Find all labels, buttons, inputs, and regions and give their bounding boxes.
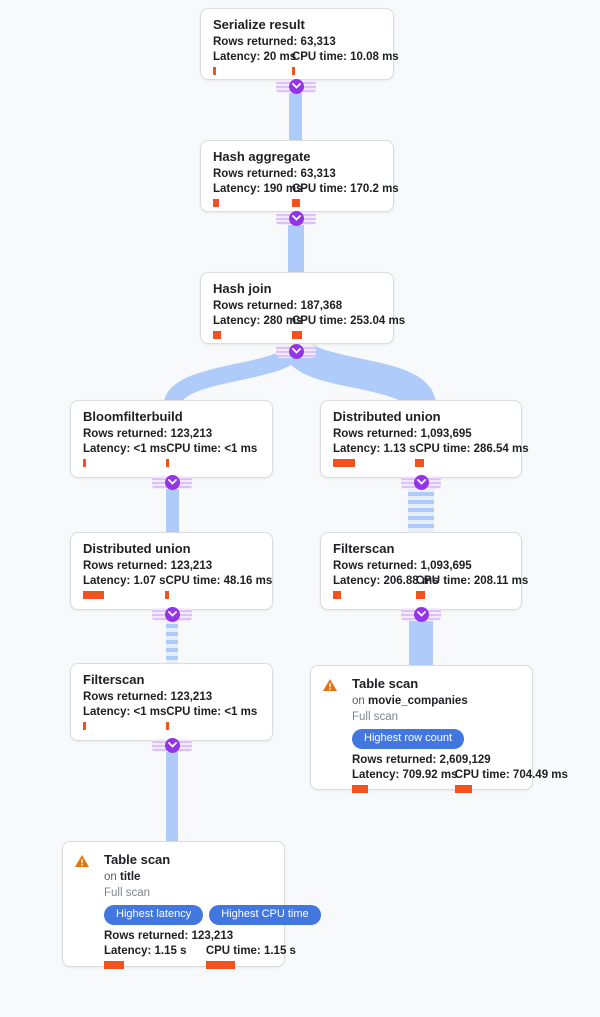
chevron-down-icon[interactable] xyxy=(164,737,180,753)
latency-value: Latency: 1.07 s xyxy=(83,575,166,587)
latency-value: Latency: <1 ms xyxy=(83,706,167,718)
cpu-time-bar xyxy=(166,722,170,730)
edge-filterscan-to-tablescan-left xyxy=(166,739,178,841)
latency-value: Latency: <1 ms xyxy=(83,443,167,455)
node-title: Filterscan xyxy=(83,672,145,687)
cpu-time-value: CPU time: 170.2 ms xyxy=(291,183,399,195)
chevron-down-icon[interactable] xyxy=(413,606,429,622)
node-title: Bloomfilterbuild xyxy=(83,409,183,424)
cpu-time-bar xyxy=(205,961,235,969)
edge-bloomfilterbuild-to-distunion xyxy=(166,476,179,532)
cpu-time-bar xyxy=(165,591,170,599)
chevron-down-icon[interactable] xyxy=(164,474,180,490)
cpu-time-value: CPU time: 10.08 ms xyxy=(291,51,399,63)
chevron-down-icon[interactable] xyxy=(164,606,180,622)
rows-returned: Rows returned: 1,093,695 xyxy=(333,560,472,572)
edge-serialize-to-hashaggregate xyxy=(289,80,302,140)
node-serialize-result[interactable]: Serialize result Rows returned: 63,313 L… xyxy=(200,8,399,80)
cpu-time-value: CPU time: 1.15 s xyxy=(205,945,296,957)
node-filterscan-right[interactable]: Filterscan Rows returned: 1,093,695 Late… xyxy=(320,532,528,610)
latency-bar xyxy=(83,459,86,467)
node-distributed-union-right[interactable]: Distributed union Rows returned: 1,093,6… xyxy=(320,400,529,478)
latency-bar xyxy=(213,331,221,339)
node-filterscan-left[interactable]: Filterscan Rows returned: 123,213 Latenc… xyxy=(70,663,273,741)
latency-value: Latency: 206.88 ms xyxy=(333,575,439,587)
chevron-down-icon[interactable] xyxy=(288,210,304,226)
node-table-scan-movie-companies[interactable]: Table scan on movie_companies Full scan … xyxy=(310,665,568,793)
latency-value: Latency: 1.15 s xyxy=(104,945,187,957)
cpu-time-value: CPU time: <1 ms xyxy=(166,443,258,455)
latency-bar xyxy=(213,67,216,75)
rows-returned: Rows returned: 63,313 xyxy=(213,168,336,180)
node-table-scan-title[interactable]: Table scan on title Full scan Highest la… xyxy=(62,841,321,969)
latency-value: Latency: 280 ms xyxy=(213,315,303,327)
latency-bar xyxy=(104,961,124,969)
node-title: Distributed union xyxy=(333,409,441,424)
scan-type: Full scan xyxy=(352,711,399,723)
cpu-time-bar xyxy=(291,67,295,75)
cpu-time-bar xyxy=(415,591,425,599)
cpu-time-bar xyxy=(454,785,472,793)
latency-bar xyxy=(83,591,104,599)
edge-distunion-to-filterscan-left xyxy=(166,608,178,663)
latency-bar xyxy=(352,785,368,793)
latency-value: Latency: 1.13 s xyxy=(333,443,416,455)
node-title: Distributed union xyxy=(83,541,191,556)
node-title: Filterscan xyxy=(333,541,395,556)
highest-latency-badge: Highest latency xyxy=(104,905,204,925)
rows-returned: Rows returned: 187,368 xyxy=(213,300,343,312)
latency-value: Latency: 20 ms xyxy=(213,51,297,63)
cpu-time-bar xyxy=(166,459,170,467)
latency-value: Latency: 709.92 ms xyxy=(352,769,458,781)
table-name: on movie_companies xyxy=(352,695,468,707)
cpu-time-value: CPU time: <1 ms xyxy=(166,706,258,718)
cpu-time-bar xyxy=(415,459,425,467)
warning-icon xyxy=(75,852,104,971)
cpu-time-bar xyxy=(291,331,302,339)
latency-bar xyxy=(83,722,86,730)
node-distributed-union-left[interactable]: Distributed union Rows returned: 123,213… xyxy=(70,532,273,610)
cpu-time-value: CPU time: 48.16 ms xyxy=(165,575,273,587)
node-bloomfilterbuild[interactable]: Bloomfilterbuild Rows returned: 123,213 … xyxy=(70,400,273,478)
warning-icon xyxy=(323,676,352,795)
node-title: Table scan xyxy=(352,676,419,691)
chevron-down-icon[interactable] xyxy=(413,474,429,490)
table-name: on title xyxy=(104,871,141,883)
rows-returned: Rows returned: 123,213 xyxy=(104,930,234,942)
rows-returned: Rows returned: 123,213 xyxy=(83,691,213,703)
rows-returned: Rows returned: 63,313 xyxy=(213,36,336,48)
rows-returned: Rows returned: 123,213 xyxy=(83,560,213,572)
node-hash-join[interactable]: Hash join Rows returned: 187,368 Latency… xyxy=(200,272,405,344)
cpu-time-value: CPU time: 286.54 ms xyxy=(415,443,529,455)
node-title: Table scan xyxy=(104,852,171,867)
latency-bar xyxy=(333,591,341,599)
cpu-time-bar xyxy=(291,199,300,207)
cpu-time-value: CPU time: 704.49 ms xyxy=(454,769,568,781)
latency-bar xyxy=(213,199,219,207)
node-title: Serialize result xyxy=(213,17,305,32)
chevron-down-icon[interactable] xyxy=(288,343,304,359)
latency-value: Latency: 190 ms xyxy=(213,183,303,195)
highest-row-count-badge: Highest row count xyxy=(352,729,465,749)
cpu-time-value: CPU time: 253.04 ms xyxy=(291,315,406,327)
scan-type: Full scan xyxy=(104,887,151,899)
rows-returned: Rows returned: 123,213 xyxy=(83,428,213,440)
chevron-down-icon[interactable] xyxy=(288,78,304,94)
node-hash-aggregate[interactable]: Hash aggregate Rows returned: 63,313 Lat… xyxy=(200,140,399,212)
node-title: Hash join xyxy=(213,281,272,296)
rows-returned: Rows returned: 2,609,129 xyxy=(352,754,491,766)
latency-bar xyxy=(333,459,355,467)
highest-cpu-time-badge: Highest CPU time xyxy=(209,905,321,925)
edge-hashaggregate-to-hashjoin xyxy=(288,212,304,272)
rows-returned: Rows returned: 1,093,695 xyxy=(333,428,472,440)
cpu-time-value: CPU time: 208.11 ms xyxy=(415,575,529,587)
node-title: Hash aggregate xyxy=(213,149,311,164)
